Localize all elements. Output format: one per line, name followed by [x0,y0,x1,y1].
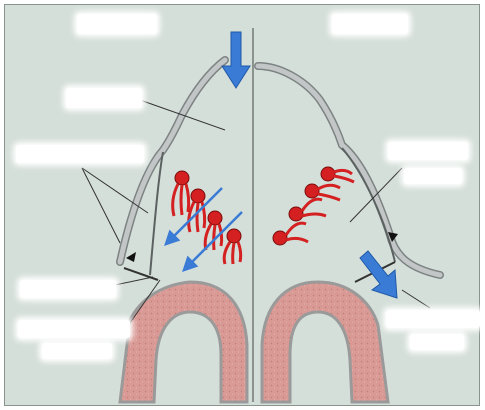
pointer-line [140,100,225,130]
label-box-upper-left [66,88,142,108]
hair-cell [224,229,241,264]
label-box-mid-right-1 [388,142,468,160]
small-black-arrows [126,232,398,262]
label-box-mid-left [16,145,144,163]
hair-cell [189,189,205,232]
label-box-lower-left-1 [20,280,116,298]
label-box-top-right [332,14,408,34]
hair-cell [289,199,326,221]
hair-cell [173,171,189,216]
pointer-line [82,168,120,243]
small-black-arrow-icon [126,252,136,262]
hair-cell [305,184,340,200]
label-box-lower-right-1 [386,310,480,328]
pointer-line [115,277,153,285]
label-box-mid-right-2 [404,168,462,184]
right-inner-membrane [342,148,395,262]
down-right-arrow-icon [360,251,397,298]
label-box-lower-right-2 [410,334,464,350]
label-box-lower-left-2 [18,320,130,338]
label-box-top-left [77,14,157,34]
right-hair-cells [273,167,354,245]
hair-cell [205,211,222,250]
pointer-line [350,168,402,222]
hair-cell [273,223,308,245]
left-hair-cells [173,171,241,264]
label-box-lower-left-3 [42,343,112,359]
pointer-line [402,290,430,308]
hair-cell [321,167,354,182]
right-tissue-mound [262,282,388,402]
left-attachment-line [124,268,158,280]
left-tissue-mound [120,282,247,402]
